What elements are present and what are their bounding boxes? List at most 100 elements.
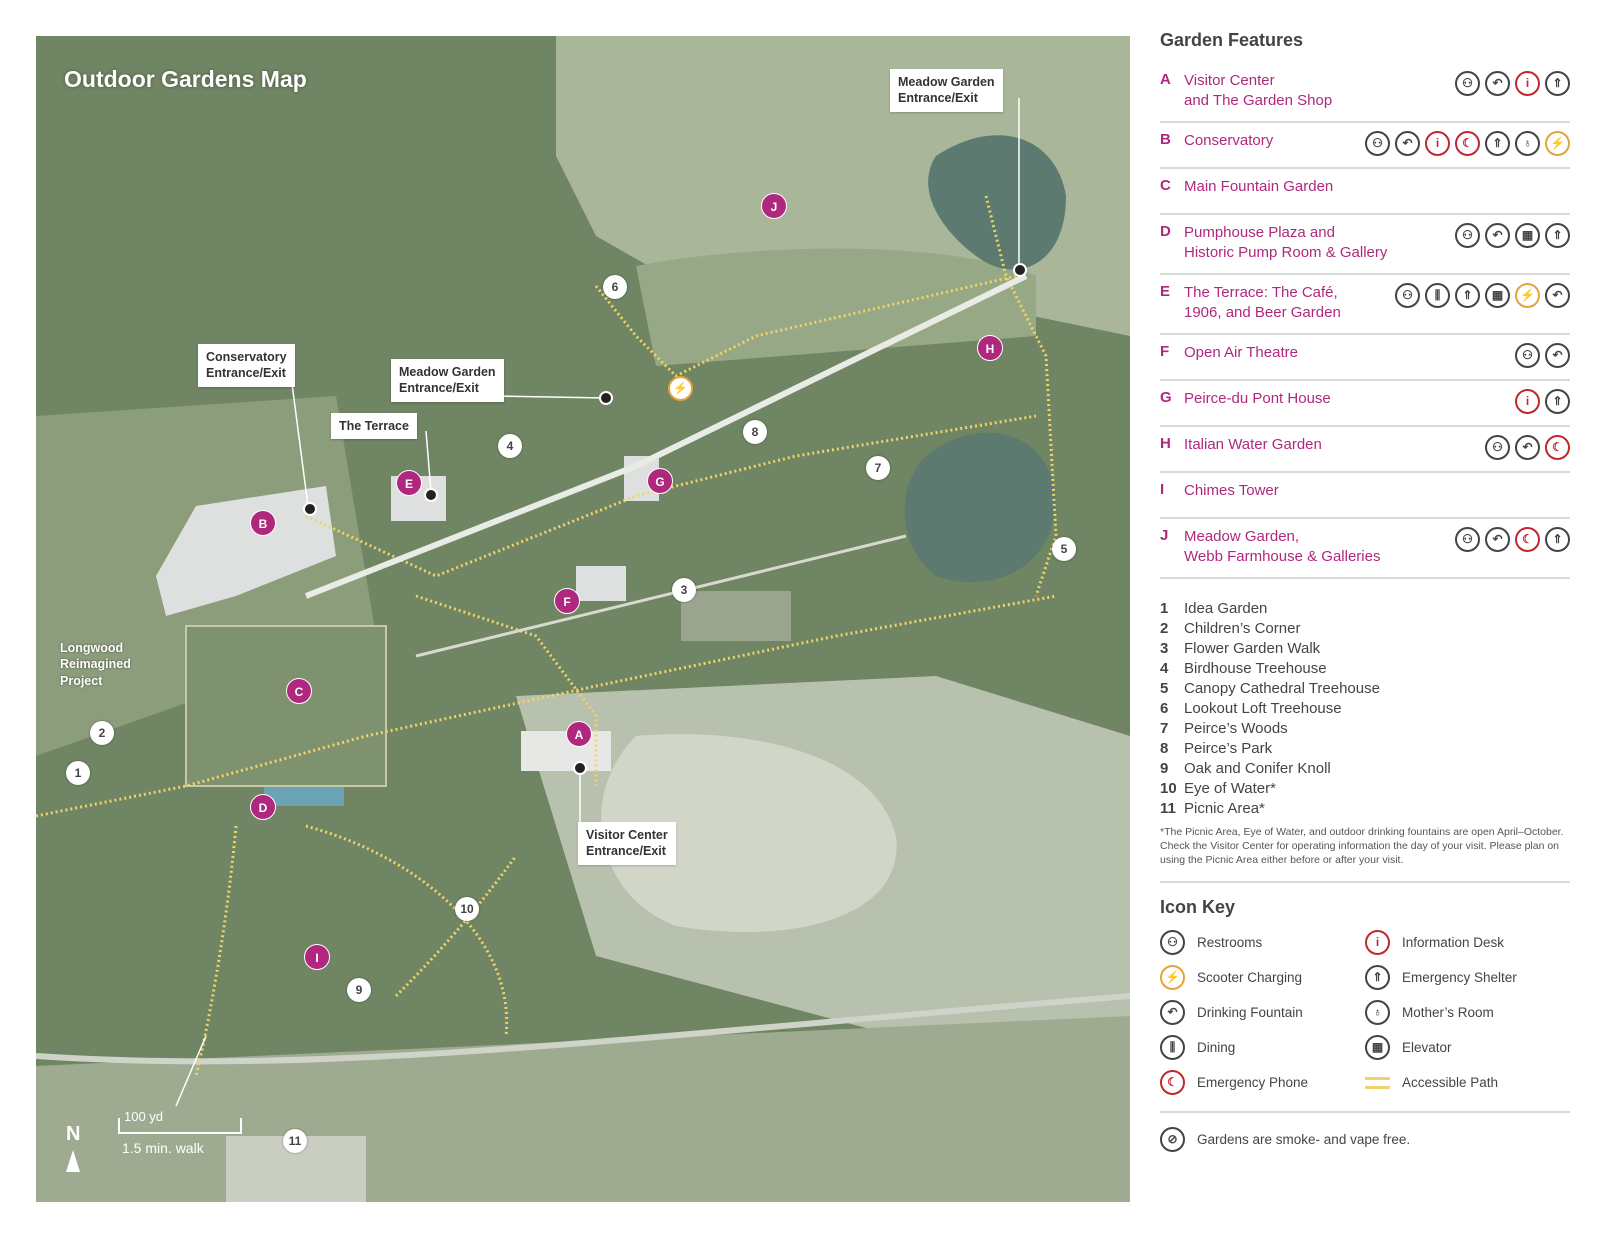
- marker-11[interactable]: 11: [283, 1129, 307, 1153]
- icon-key-label: Emergency Shelter: [1402, 970, 1517, 985]
- marker-i[interactable]: I: [304, 944, 330, 970]
- marker-d[interactable]: D: [250, 794, 276, 820]
- meadow-entrance-mid-dot[interactable]: [599, 391, 613, 405]
- features-heading: Garden Features: [1160, 30, 1304, 50]
- emergency-phone-icon: ☾: [1515, 527, 1540, 552]
- marker-2[interactable]: 2: [90, 721, 114, 745]
- visitor-center-entrance-dot[interactable]: [573, 761, 587, 775]
- dining-icon: ⫼: [1425, 283, 1450, 308]
- callout-leaders: [175, 98, 1020, 1107]
- feature-amenity-icons: ⚇↶☾: [1485, 435, 1570, 460]
- seasonal-note: *The Picnic Area, Eye of Water, and outd…: [1160, 825, 1570, 883]
- main-fountain-garden: [185, 625, 387, 787]
- mothers-room-icon: ♁: [1515, 131, 1540, 156]
- terrace-label: The Terrace: [331, 413, 417, 440]
- marker-3[interactable]: 3: [672, 578, 696, 602]
- emergency-shelter-icon: ⇑: [1365, 965, 1390, 990]
- emergency-phone-icon: ☾: [1160, 1070, 1185, 1095]
- numbered-item-number: 3: [1160, 640, 1169, 657]
- elevator-icon: ▦: [1485, 283, 1510, 308]
- marker-5[interactable]: 5: [1052, 537, 1076, 561]
- restroom-icon: ⚇: [1395, 283, 1420, 308]
- emergency-phone-icon: ☾: [1545, 435, 1570, 460]
- marker-9[interactable]: 9: [347, 978, 371, 1002]
- marker-g[interactable]: G: [647, 468, 673, 494]
- emergency-shelter-icon: ⇑: [1545, 223, 1570, 248]
- marker-4[interactable]: 4: [498, 434, 522, 458]
- meadow-entrance-top-dot[interactable]: [1013, 263, 1027, 277]
- scale-distance: 100 yd: [124, 1109, 164, 1124]
- numbered-item-number: 4: [1160, 660, 1169, 677]
- meadow-garden-entrance-top-label: Meadow Garden Entrance/Exit: [890, 69, 1003, 112]
- numbered-item-name: Idea Garden: [1184, 600, 1268, 617]
- feature-amenity-icons: ⚇↶i☾⇑♁⚡: [1365, 131, 1570, 156]
- restroom-icon: ⚇: [1515, 343, 1540, 368]
- marker-a[interactable]: A: [566, 721, 592, 747]
- marker-j[interactable]: J: [761, 193, 787, 219]
- dining-icon: ⫼: [1160, 1035, 1185, 1060]
- garden-map[interactable]: Outdoor Gardens Map Meadow Garden Entran…: [36, 36, 1130, 1202]
- marker-b[interactable]: B: [250, 510, 276, 536]
- feature-letter: D: [1160, 223, 1171, 240]
- meadow-slope: [636, 248, 1036, 366]
- parking-lot: [601, 734, 897, 932]
- marker-6[interactable]: 6: [603, 275, 627, 299]
- numbered-item-number: 6: [1160, 700, 1169, 717]
- numbered-item-name: Oak and Conifer Knoll: [1184, 760, 1331, 777]
- feature-row[interactable]: H Italian Water Garden ⚇↶☾: [1160, 427, 1570, 473]
- marker-h[interactable]: H: [977, 335, 1003, 361]
- drinking-fountain-icon: ↶: [1485, 223, 1510, 248]
- icon-key-item: ♁Mother’s Room: [1365, 1000, 1570, 1025]
- marker-1[interactable]: 1: [66, 761, 90, 785]
- conservatory-entrance-dot[interactable]: [303, 502, 317, 516]
- emergency-shelter-icon: ⇑: [1545, 527, 1570, 552]
- scooter-charging-icon[interactable]: ⚡: [668, 376, 693, 401]
- feature-letter: H: [1160, 435, 1171, 452]
- feature-name: Meadow Garden, Webb Farmhouse & Gallerie…: [1184, 528, 1381, 565]
- numbered-item-number: 7: [1160, 720, 1169, 737]
- marker-8[interactable]: 8: [743, 420, 767, 444]
- marker-f[interactable]: F: [554, 588, 580, 614]
- marker-10[interactable]: 10: [455, 897, 479, 921]
- feature-name: Chimes Tower: [1184, 482, 1279, 499]
- marker-c[interactable]: C: [286, 678, 312, 704]
- feature-name: Italian Water Garden: [1184, 436, 1322, 453]
- feature-name: Conservatory: [1184, 132, 1274, 149]
- feature-amenity-icons: ⚇↶i⇑: [1455, 71, 1570, 96]
- emergency-shelter-icon: ⇑: [1545, 389, 1570, 414]
- information-icon: i: [1425, 131, 1450, 156]
- visitor-center-entrance-label: Visitor Center Entrance/Exit: [578, 822, 676, 865]
- numbered-item-number: 5: [1160, 680, 1169, 697]
- marker-7[interactable]: 7: [866, 456, 890, 480]
- flower-walk-beds: [681, 591, 791, 641]
- theatre-building: [576, 566, 626, 601]
- icon-key-label: Accessible Path: [1402, 1075, 1499, 1090]
- marker-e[interactable]: E: [396, 470, 422, 496]
- map-title: Outdoor Gardens Map: [64, 66, 307, 92]
- numbered-item-name: Peirce’s Park: [1184, 740, 1273, 757]
- icon-key-item: Accessible Path: [1365, 1070, 1570, 1095]
- terrace-entrance-dot[interactable]: [424, 488, 438, 502]
- icon-key-label: Emergency Phone: [1197, 1075, 1309, 1090]
